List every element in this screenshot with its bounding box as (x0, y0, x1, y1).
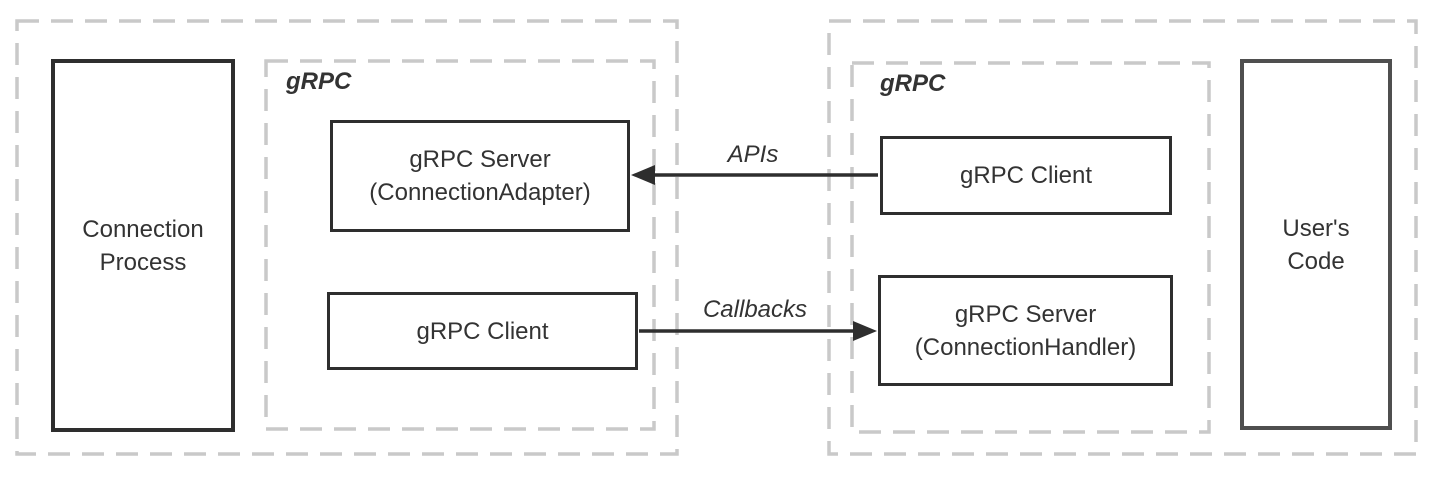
grpc-server-handler-label-line2: (ConnectionHandler) (914, 333, 1137, 361)
grpc-label-right: gRPC (880, 70, 946, 97)
users-code-label-line2: Code (1287, 247, 1345, 275)
callbacks-arrowhead (853, 321, 877, 341)
grpc-boundary-left (264, 59, 656, 431)
connection-process-box: Connection Process (51, 59, 235, 432)
grpc-server-handler-box: gRPC Server (ConnectionHandler) (878, 275, 1173, 386)
grpc-client-label-right: gRPC Client (959, 162, 1093, 189)
apis-arrowhead (631, 165, 655, 185)
grpc-server-adapter-label-line1: gRPC Server (409, 146, 551, 173)
callbacks-label: Callbacks (702, 296, 808, 323)
users-code-box: User's Code (1240, 59, 1392, 430)
grpc-server-adapter-box: gRPC Server (ConnectionAdapter) (330, 120, 630, 232)
connection-process-label-line2: Process (99, 248, 187, 276)
grpc-client-box-right: gRPC Client (880, 136, 1172, 215)
grpc-label-left: gRPC (286, 68, 352, 95)
users-code-label-line1: User's (1282, 214, 1350, 242)
outer-dashed-box-right (827, 19, 1418, 456)
connection-process-label-line1: Connection (82, 215, 204, 243)
grpc-server-adapter-label-line2: (ConnectionAdapter) (369, 179, 591, 206)
grpc-server-handler-label-line1: gRPC Server (954, 300, 1097, 328)
apis-label: APIs (727, 141, 779, 168)
grpc-client-label-left: gRPC Client (416, 317, 549, 345)
grpc-boundary-right (850, 61, 1211, 434)
grpc-client-box-left: gRPC Client (327, 292, 638, 370)
